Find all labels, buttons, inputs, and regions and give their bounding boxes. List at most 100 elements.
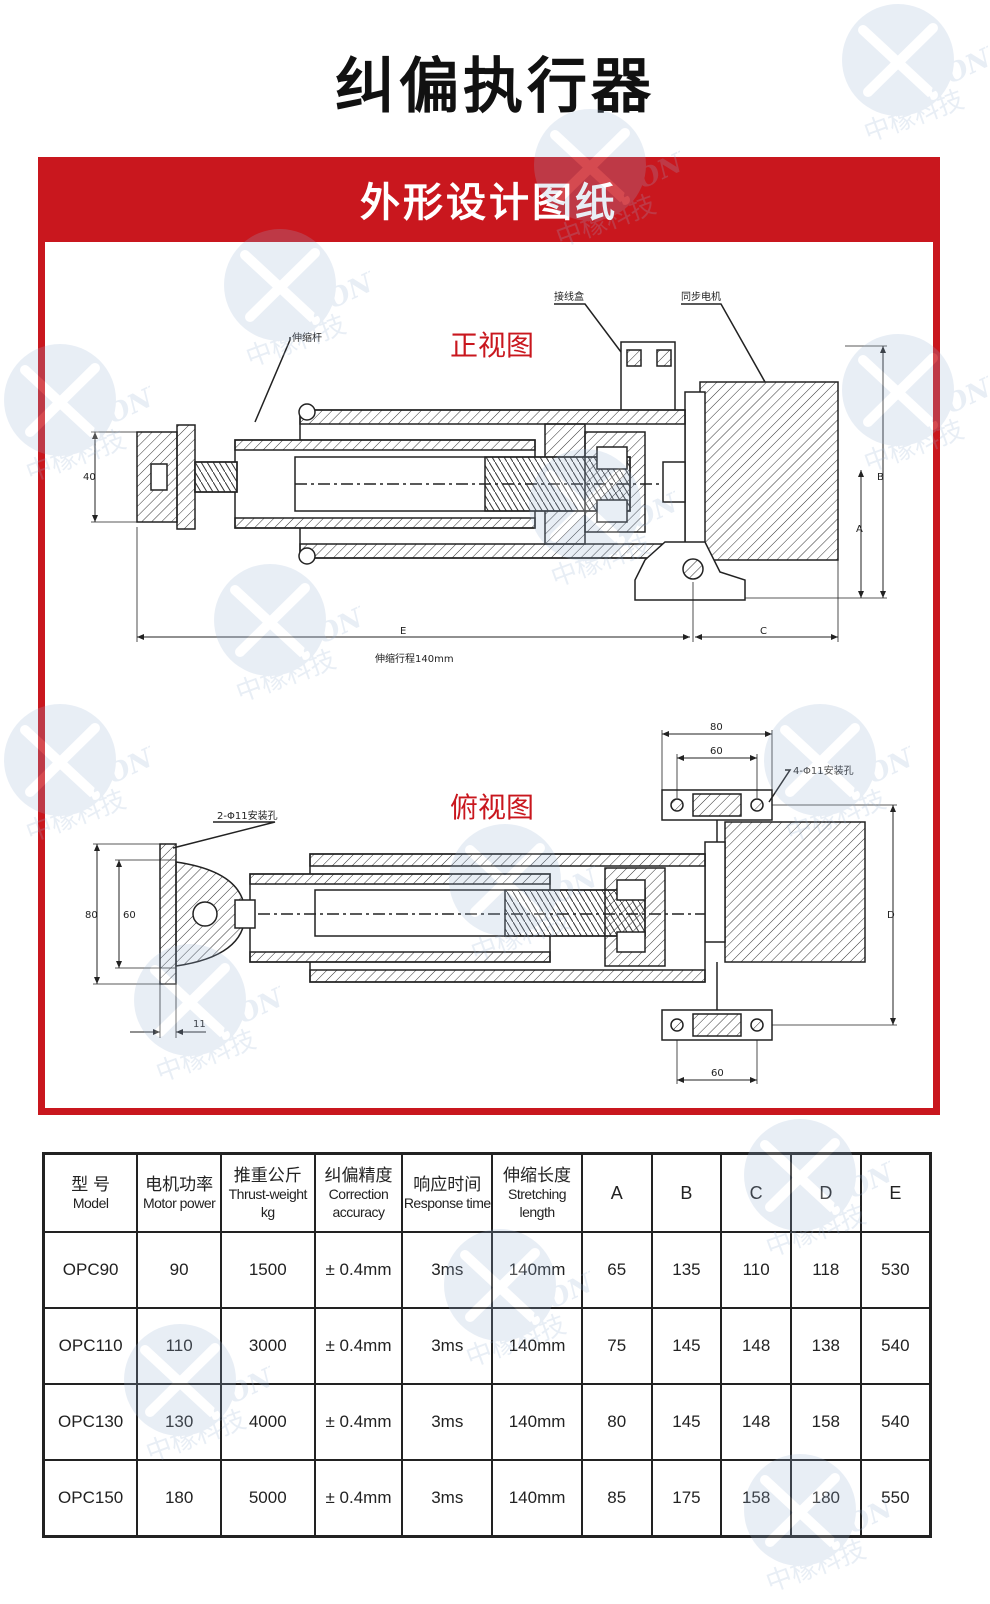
table-cell: 3ms: [401, 1459, 494, 1538]
table-cell: 175: [650, 1459, 723, 1538]
header-zh: 型 号: [71, 1174, 111, 1194]
header-zh: 伸缩长度: [503, 1165, 572, 1185]
table-cell: OPC110: [42, 1307, 139, 1385]
header-en: Motor power: [142, 1194, 216, 1211]
table-cell: 180: [136, 1459, 222, 1538]
table-cell: ± 0.4mm: [313, 1307, 404, 1385]
table-header-cell: C: [720, 1152, 792, 1233]
table-cell: 530: [859, 1231, 932, 1309]
table-cell: 5000: [219, 1459, 316, 1538]
page-title: 纠偏执行器: [335, 52, 655, 122]
table-cell: ± 0.4mm: [313, 1459, 404, 1538]
dim-e: E: [400, 626, 406, 637]
table-header-cell: D: [789, 1152, 862, 1233]
table-header-cell: E: [859, 1152, 932, 1233]
table-cell: OPC90: [42, 1231, 139, 1309]
table-cell: 3ms: [401, 1307, 494, 1385]
top-view-title: 俯视图: [450, 791, 534, 824]
dim-60-left: 60: [123, 910, 136, 921]
dim-c: C: [760, 626, 767, 637]
table-cell: 3ms: [401, 1231, 494, 1309]
header-en: Response time: [403, 1194, 491, 1211]
label-2-holes: 2-Φ11安装孔: [217, 809, 278, 822]
dim-11: 11: [193, 1019, 206, 1030]
table-cell: 3000: [219, 1307, 316, 1385]
table-cell: 145: [650, 1383, 723, 1461]
table-cell: 3ms: [401, 1383, 494, 1461]
table-cell: 118: [789, 1231, 862, 1309]
table-cell: 140mm: [491, 1307, 583, 1385]
header-zh: 电机功率: [145, 1174, 214, 1194]
table-cell: 75: [580, 1307, 653, 1385]
table-cell: 148: [720, 1307, 792, 1385]
label-4-holes: 4-Φ11安装孔: [793, 764, 854, 777]
table-cell: 138: [789, 1307, 862, 1385]
header-zh: 响应时间: [413, 1174, 482, 1194]
drawing-frame: 外形设计图纸 正视图: [38, 157, 940, 1115]
front-view: [91, 303, 887, 642]
header-en: Model: [72, 1194, 109, 1211]
table-cell: 145: [650, 1307, 723, 1385]
table-header-cell: B: [650, 1152, 723, 1233]
table-cell: 110: [136, 1307, 222, 1385]
table-cell: 4000: [219, 1383, 316, 1461]
table-cell: OPC150: [42, 1459, 139, 1538]
table-cell: 540: [859, 1383, 932, 1461]
table-cell: 540: [859, 1307, 932, 1385]
table-cell: OPC130: [42, 1383, 139, 1461]
top-view: [93, 730, 897, 1084]
dim-40: 40: [83, 472, 96, 483]
dim-b: B: [877, 472, 884, 483]
stroke-note: 伸缩行程140mm: [375, 652, 454, 665]
dim-d: D: [887, 910, 895, 921]
technical-drawing: 正视图: [83, 290, 897, 1084]
table-cell: 110: [720, 1231, 792, 1309]
dim-60-top: 60: [710, 746, 723, 757]
header-zh: 纠偏精度: [324, 1165, 393, 1185]
header-en: Thrust-weight kg: [228, 1186, 308, 1220]
svg-text:中橡科技: 中橡科技: [762, 1535, 870, 1599]
table-cell: 148: [720, 1383, 792, 1461]
table-cell: 140mm: [491, 1383, 583, 1461]
dim-60-bottom: 60: [711, 1068, 724, 1079]
table-cell: 158: [789, 1383, 862, 1461]
dim-80-top: 80: [710, 722, 723, 733]
dim-80-left: 80: [85, 910, 98, 921]
table-cell: 85: [580, 1459, 653, 1538]
table-cell: 135: [650, 1231, 723, 1309]
table-cell: 1500: [219, 1231, 316, 1309]
table-cell: 130: [136, 1383, 222, 1461]
label-junction-box: 接线盒: [554, 290, 584, 303]
table-cell: 140mm: [491, 1231, 583, 1309]
header-en: Correction accuracy: [328, 1186, 389, 1220]
table-cell: 158: [720, 1459, 792, 1538]
table-cell: 90: [136, 1231, 222, 1309]
table-cell: 140mm: [491, 1459, 583, 1538]
section-title: 外形设计图纸: [45, 164, 933, 242]
label-rod: 伸缩杆: [292, 331, 322, 344]
dim-a: A: [856, 524, 863, 535]
header-en: Stretching length: [508, 1186, 567, 1220]
table-cell: ± 0.4mm: [313, 1383, 404, 1461]
table-cell: 550: [859, 1459, 932, 1538]
table-cell: 180: [789, 1459, 862, 1538]
label-motor: 同步电机: [681, 290, 721, 303]
table-cell: 65: [580, 1231, 653, 1309]
table-cell: 80: [580, 1383, 653, 1461]
table-cell: ± 0.4mm: [313, 1231, 404, 1309]
table-header-cell: A: [580, 1152, 653, 1233]
front-view-title: 正视图: [450, 329, 534, 362]
